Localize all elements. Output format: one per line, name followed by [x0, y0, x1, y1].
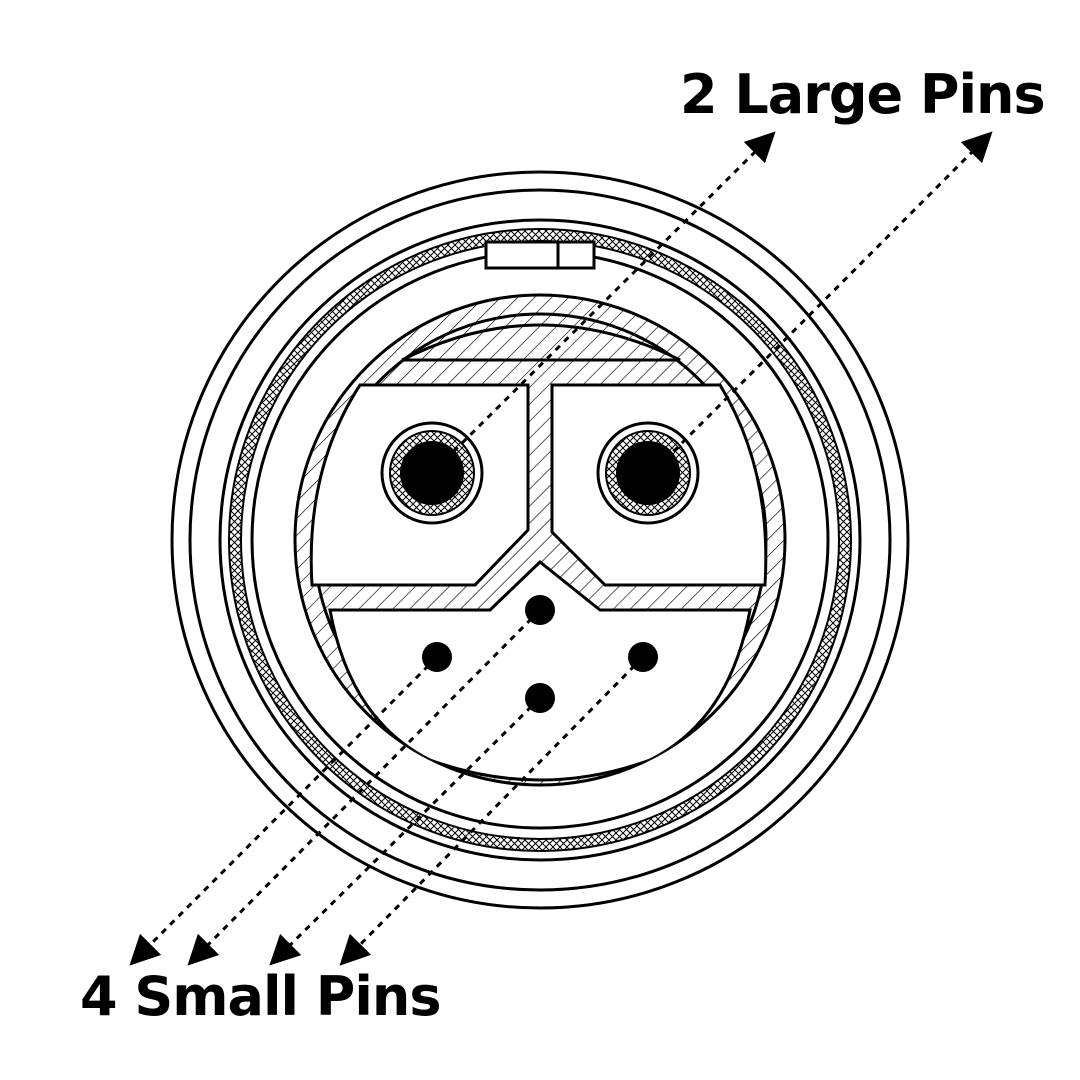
leader-arrows: [129, 131, 993, 966]
knurled-ring: [229, 229, 851, 851]
outer-ring-2: [188, 188, 892, 892]
arrow-large-pin-left: [443, 131, 776, 462]
top-segment: [401, 323, 681, 362]
large-pins: [380, 421, 700, 525]
key-tab: [484, 240, 596, 270]
arrow-small-pin-4: [339, 655, 645, 966]
arrow-small-pin-2: [187, 608, 542, 966]
outer-shell: [170, 170, 910, 910]
arrow-large-pin-right: [663, 131, 993, 462]
large-pin: [596, 421, 700, 525]
arrow-small-pin-1: [129, 655, 439, 966]
arrow-small-pin-3: [269, 696, 542, 966]
large-pins-label: 2 Large Pins: [680, 63, 1046, 126]
large-pin: [380, 421, 484, 525]
small-pins-label: 4 Small Pins: [80, 965, 441, 1028]
cavity-lower: [328, 560, 752, 782]
outer-ring-3: [218, 218, 862, 862]
pin-insert: [293, 293, 787, 787]
outer-ring-1: [170, 170, 910, 910]
